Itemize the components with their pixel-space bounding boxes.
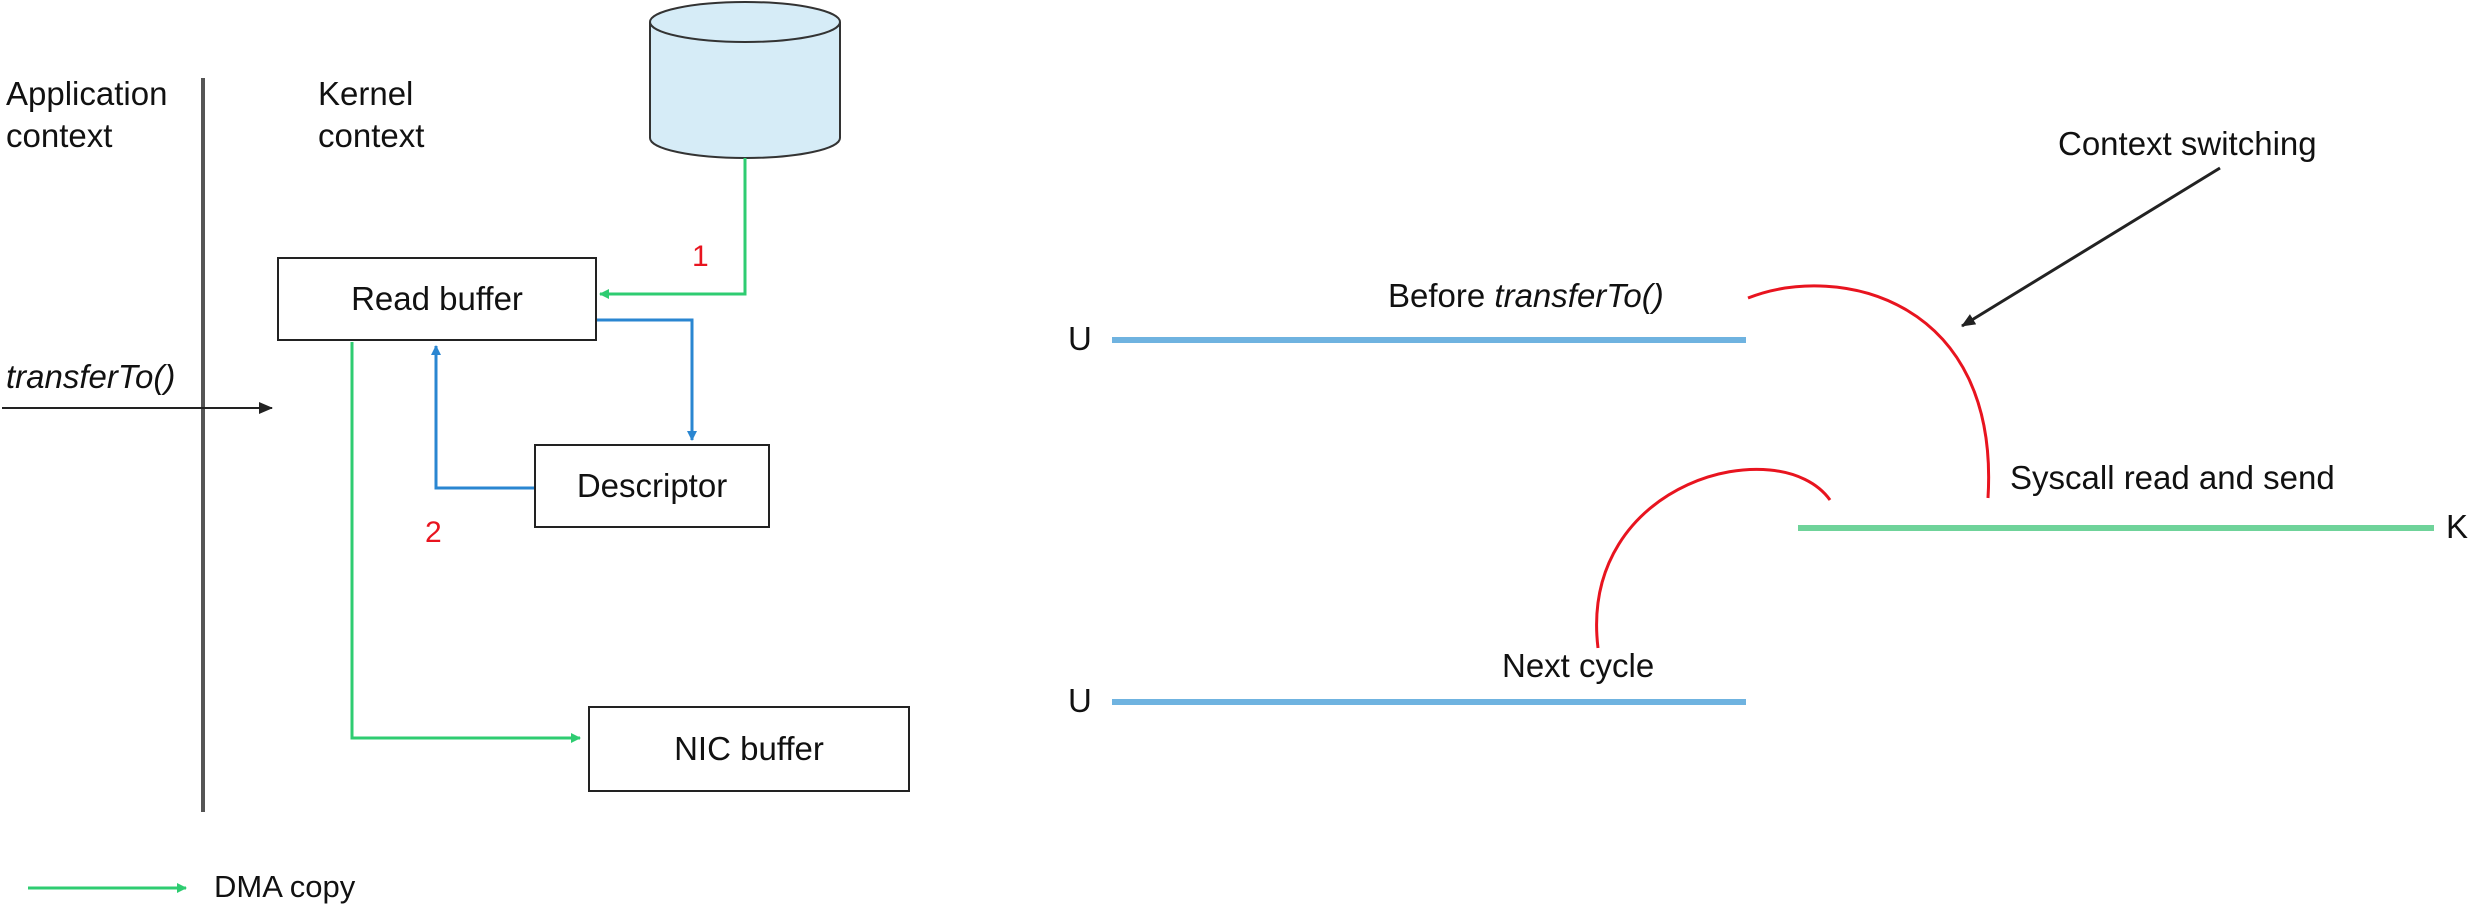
kernel-context-line-1: Kernel [318,75,414,112]
kernel-context-label: Kernel context [318,73,424,157]
nic-buffer-box: NIC buffer [588,706,910,792]
application-context-line-2: context [6,117,113,154]
dma-arrow-read-to-nic [350,342,581,743]
before-prefix: Before [1388,277,1495,314]
context-switch-arc-up [1595,467,1832,649]
disk-icon [649,1,841,159]
step-2-label: 2 [425,516,442,549]
descriptor-label: Descriptor [576,467,728,504]
kernel-mode-label: K [2446,508,2469,545]
context-switching-pointer [1961,166,2221,328]
dma-arrow-disk-to-read [599,158,747,299]
transferto-call-label: transferTo() [6,358,176,395]
syscall-label: Syscall read and send [2010,459,2335,496]
legend-dma-copy-label: DMA copy [214,869,356,904]
arrow-descriptor-to-read [431,345,534,490]
application-context-label: Application context [6,73,167,157]
context-switching-label: Context switching [2058,125,2317,162]
descriptor-box: Descriptor [534,444,770,528]
step-1-label: 1 [692,240,709,273]
nic-buffer-label: NIC buffer [674,730,824,767]
user-mode-label-top: U [1068,320,1092,357]
application-context-line-1: Application [6,75,168,112]
before-call: transferTo() [1494,277,1664,314]
context-switch-arc-down [1747,284,1991,499]
kernel-context-line-2: context [318,117,425,154]
user-mode-label-bottom: U [1068,682,1092,719]
arrow-read-to-descriptor [596,318,697,441]
before-transferto-label: Before transferTo() [1388,275,1664,317]
read-buffer-box: Read buffer [277,257,597,341]
next-cycle-label: Next cycle [1502,647,1655,684]
read-buffer-label: Read buffer [351,280,523,317]
